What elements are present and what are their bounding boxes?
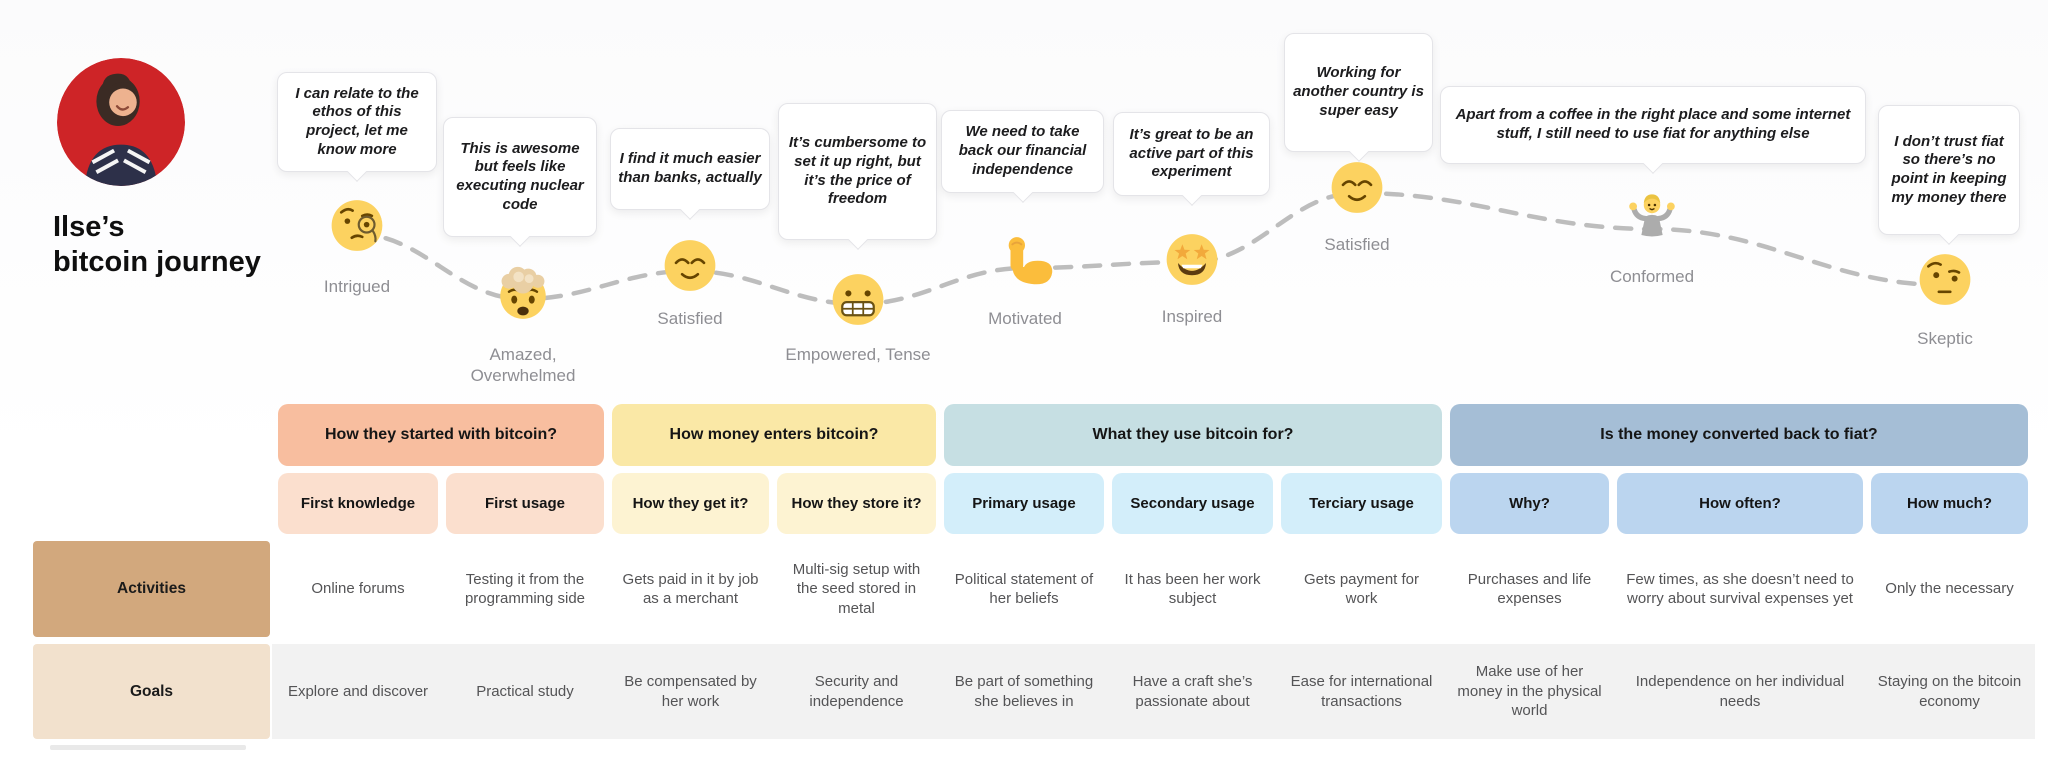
activities-cell: Political statement of her beliefs (954, 570, 1094, 608)
goals-row-background (272, 644, 2035, 739)
quote-bubble: It’s great to be an active part of this … (1113, 112, 1270, 206)
goals-cell: Be part of something she believes in (954, 673, 1094, 710)
quote-bubble: Working for another country is super eas… (1284, 33, 1433, 162)
relieved-face-emoji-icon (662, 238, 718, 299)
goals-cell: Practical study (476, 682, 574, 700)
quote-bubble: Apart from a coffee in the right place a… (1440, 86, 1866, 174)
quote-text: I don’t trust fiat so there’s no point i… (1891, 132, 2007, 206)
face-with-raised-eyebrow-emoji-icon (1917, 252, 1973, 313)
face-with-monocle-emoji-icon (329, 198, 385, 259)
emotion-label: Satisfied (657, 309, 723, 328)
activities-cell: Multi-sig setup with the seed stored in … (792, 560, 921, 617)
activities-cell: Only the necessary (1885, 580, 2014, 598)
quote-bubble: I don’t trust fiat so there’s no point i… (1878, 105, 2020, 245)
goals-cell: Security and independence (809, 673, 904, 710)
phase-header-converted-back: Is the money converted back to fiat? (1450, 404, 2028, 466)
column-header-primary-usage: Primary usage (944, 473, 1104, 534)
phase-header-started: How they started with bitcoin? (278, 404, 604, 466)
column-header-first-knowledge: First knowledge (278, 473, 438, 534)
column-header-why: Why? (1450, 473, 1609, 534)
quote-text: I find it much easier than banks, actual… (618, 150, 762, 186)
activities-cell: Purchases and life expenses (1467, 570, 1592, 608)
column-header-how-often: How often? (1617, 473, 1863, 534)
flexed-biceps-emoji-icon (996, 234, 1054, 297)
quote-bubble: It’s cumbersome to set it up right, but … (778, 103, 937, 250)
emotion-label: Skeptic (1917, 329, 1973, 348)
row-label-goals: Goals (33, 644, 270, 739)
goals-cell: Ease for international transactions (1290, 673, 1433, 710)
goals-cell: Make use of her money in the physical wo… (1457, 663, 1602, 720)
activities-cell: Few times, as she doesn’t need to worry … (1626, 570, 1854, 608)
activities-cell: Gets payment for work (1303, 570, 1420, 608)
quote-text: We need to take back our financial indep… (958, 123, 1087, 178)
emotion-label: Conformed (1609, 267, 1695, 286)
emotion-label: Satisfied (1324, 235, 1390, 254)
journey-table: How they started with bitcoin? How money… (33, 404, 2028, 739)
exploding-head-emoji-icon (495, 266, 551, 327)
next-row-edge (50, 745, 246, 750)
person-shrugging-emoji-icon (1621, 189, 1683, 256)
page-title-line1: Ilse’s (53, 211, 125, 243)
journey-curve (354, 190, 1948, 307)
quote-text: This is awesome but feels like executing… (456, 139, 584, 213)
column-header-how-much: How much? (1871, 473, 2028, 534)
phase-header-money-enters: How money enters bitcoin? (612, 404, 936, 466)
activities-cell: Gets paid in it by job as a merchant (622, 570, 759, 608)
phase-header-use-for: What they use bitcoin for? (944, 404, 1442, 466)
emotion-label: Inspired (1161, 307, 1223, 326)
goals-cell: Independence on her individual needs (1635, 673, 1845, 710)
activities-cell: It has been her work subject (1124, 570, 1261, 608)
quote-text: It’s great to be an active part of this … (1129, 125, 1254, 181)
goals-cell: Be compensated by her work (624, 673, 757, 710)
relieved-face-emoji-icon (1329, 160, 1385, 221)
avatar-photo-illustration (57, 58, 185, 186)
avatar (57, 58, 185, 186)
quote-bubble: I find it much easier than banks, actual… (610, 128, 770, 220)
grimacing-face-emoji-icon (830, 272, 886, 333)
quote-bubble: We need to take back our financial indep… (941, 110, 1104, 203)
emotion-label: Motivated (988, 309, 1062, 328)
goals-cell: Explore and discover (287, 682, 429, 700)
quote-bubble: I can relate to the ethos of this projec… (277, 72, 437, 182)
column-header-how-store: How they store it? (777, 473, 936, 534)
quote-text: It’s cumbersome to set it up right, but … (788, 134, 927, 208)
star-struck-face-emoji-icon (1164, 232, 1220, 293)
activities-cell: Testing it from the programming side (464, 570, 586, 608)
quote-bubble: This is awesome but feels like executing… (443, 117, 597, 247)
emotion-label: Intrigued (323, 277, 391, 296)
column-header-secondary-usage: Secondary usage (1112, 473, 1273, 534)
emotion-label: Amazed, Overwhelmed (470, 345, 576, 386)
column-header-how-get: How they get it? (612, 473, 769, 534)
goals-cell: Staying on the bitcoin economy (1877, 673, 2022, 710)
column-header-terciary-usage: Terciary usage (1281, 473, 1442, 534)
column-header-first-usage: First usage (446, 473, 604, 534)
activities-cell: Online forums (311, 580, 405, 598)
quote-text: I can relate to the ethos of this projec… (295, 84, 419, 158)
page-title: Ilse’s bitcoin journey (53, 210, 261, 281)
quote-text: Apart from a coffee in the right place a… (1455, 106, 1851, 142)
goals-cell: Have a craft she’s passionate about (1132, 673, 1253, 710)
emotion-label: Empowered, Tense (785, 345, 931, 364)
row-label-activities: Activities (33, 541, 270, 637)
quote-text: Working for another country is super eas… (1293, 64, 1424, 119)
page-title-line2: bitcoin journey (53, 246, 261, 279)
